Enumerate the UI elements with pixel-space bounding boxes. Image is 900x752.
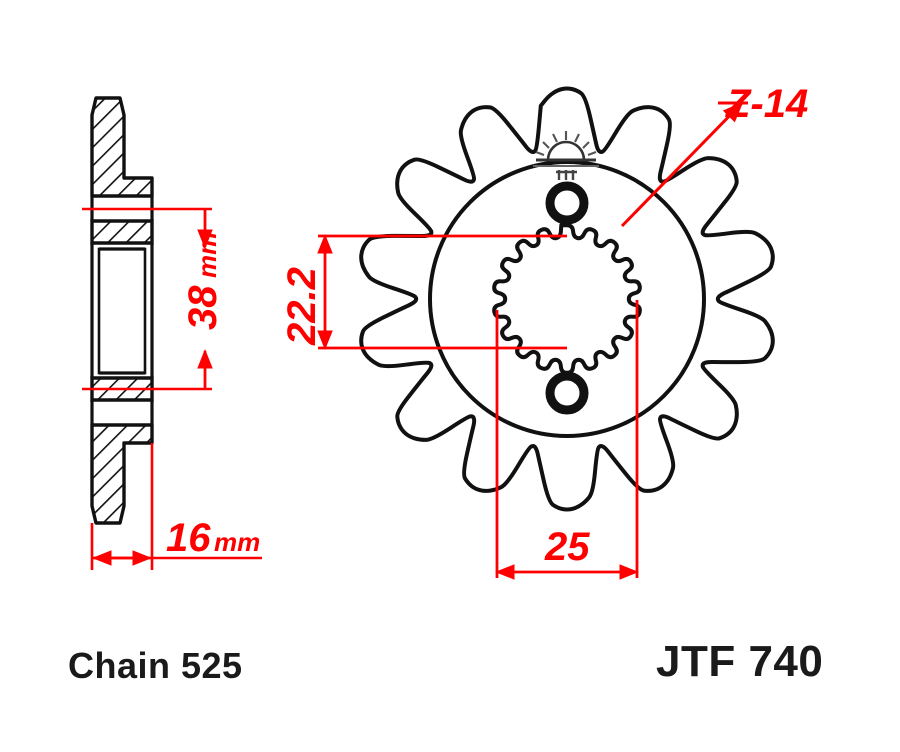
section-hatched-body — [90, 96, 154, 525]
dim-label-222: 22.2 — [280, 267, 324, 346]
section-lower-tooth — [90, 423, 154, 525]
dimension-25: 25 — [495, 300, 639, 580]
callout-label-z14: Z-14 — [725, 82, 808, 126]
front-face-view: Z-14 22.2 25 — [280, 82, 808, 580]
bolt-hole-bottom — [545, 371, 589, 415]
section-upper-tooth — [90, 96, 154, 198]
dimension-38mm: 38 mm — [82, 207, 225, 391]
hub-circle — [428, 160, 706, 438]
chain-caption: Chain 525 — [68, 645, 243, 686]
callout-leader-line — [620, 101, 744, 228]
bolt-hole-top — [545, 181, 589, 225]
section-upper-band — [90, 219, 154, 245]
dim-label-16: 16 — [166, 516, 211, 560]
dim-label-25: 25 — [544, 525, 590, 569]
dim-unit-16: mm — [214, 527, 260, 557]
dimension-22-2: 22.2 — [280, 234, 567, 350]
sunrise-logo — [533, 131, 599, 180]
part-number-caption: JTF 740 — [656, 637, 824, 686]
teeth-callout: Z-14 — [620, 82, 808, 228]
spline-bore — [492, 223, 642, 375]
dimension-16mm: 16 mm — [90, 443, 262, 570]
dim-label-38: 38 — [181, 285, 225, 330]
dim-unit-38: mm — [192, 232, 222, 278]
